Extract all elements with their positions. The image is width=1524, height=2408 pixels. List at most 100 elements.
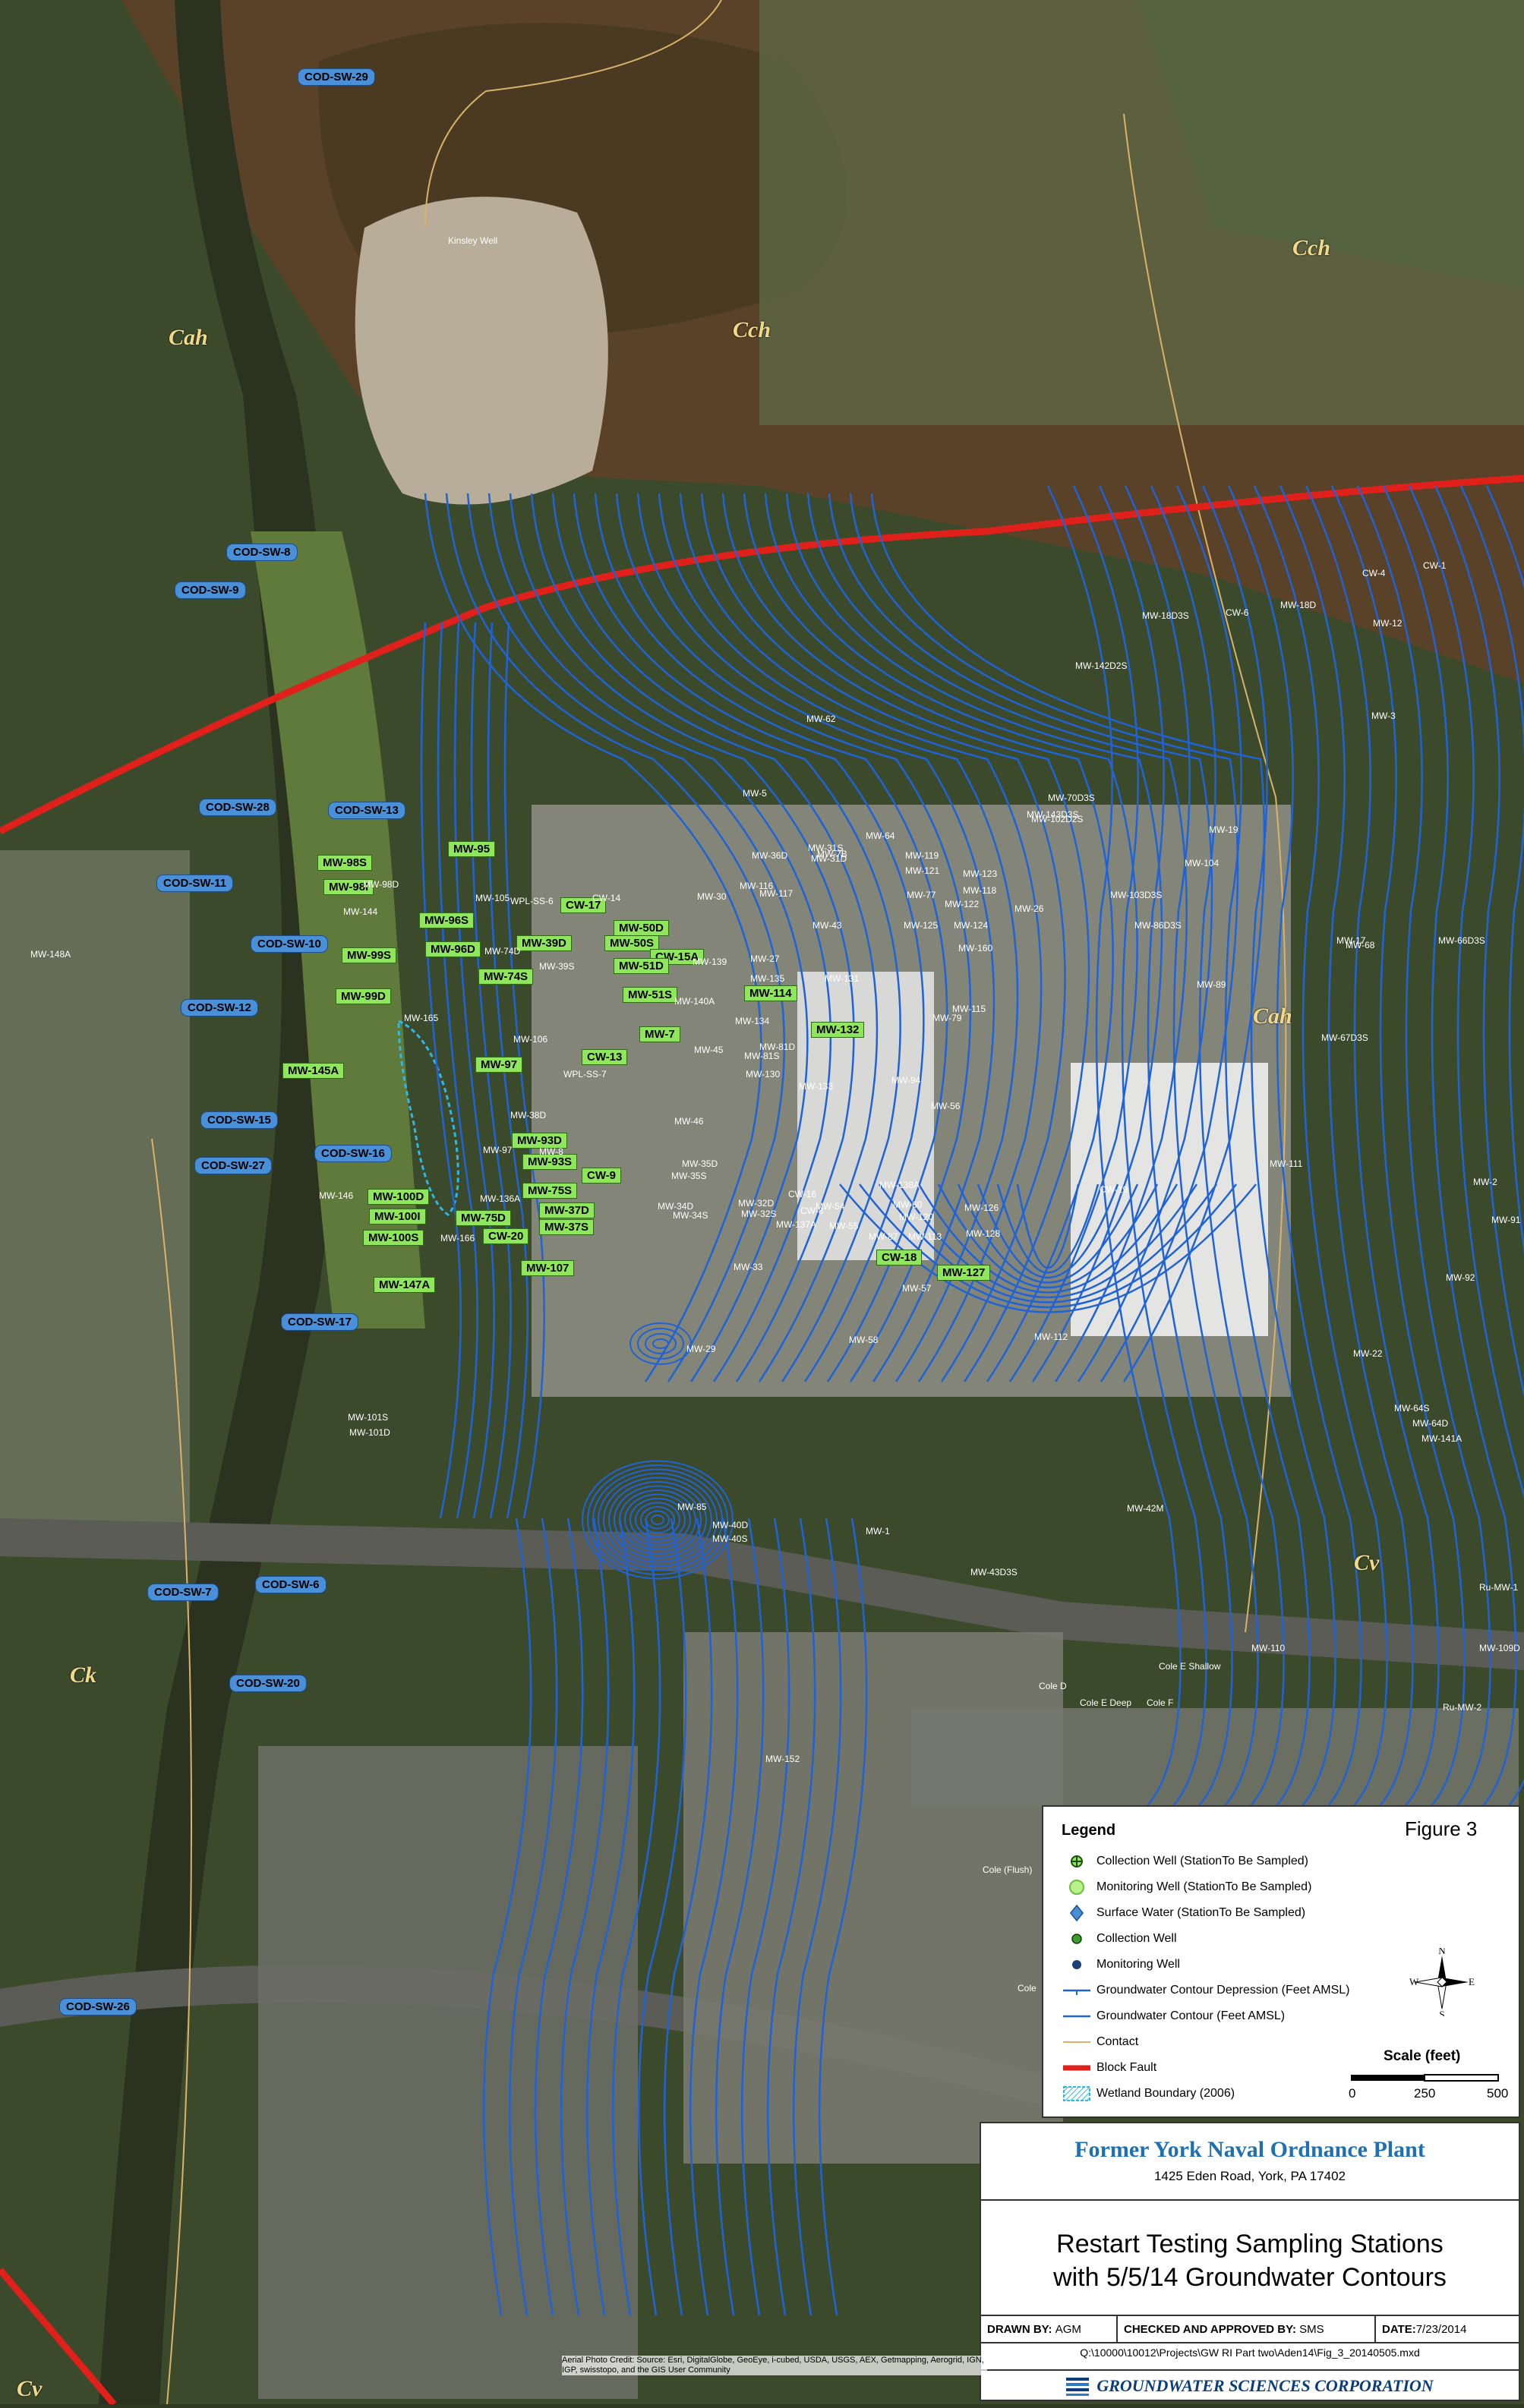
- well-label[interactable]: MW-89: [1197, 979, 1226, 990]
- surface-water-station[interactable]: COD-SW-11: [156, 875, 234, 892]
- well-label[interactable]: MW-143D3S: [1027, 809, 1079, 820]
- surface-water-station[interactable]: COD-SW-26: [59, 1998, 137, 2016]
- well-label[interactable]: MW-116: [740, 881, 774, 891]
- well-label[interactable]: MW-35D: [682, 1158, 718, 1169]
- sampled-well[interactable]: MW-145A: [282, 1063, 345, 1079]
- well-label[interactable]: CW-8: [800, 1206, 824, 1216]
- well-label[interactable]: MW-121: [905, 865, 940, 876]
- sampled-well[interactable]: MW-37D: [539, 1202, 595, 1218]
- well-label[interactable]: MW-40D: [712, 1520, 749, 1530]
- surface-water-station[interactable]: COD-SW-29: [298, 68, 375, 86]
- well-label[interactable]: MW-43: [812, 920, 842, 931]
- sampled-well[interactable]: MW-50D: [614, 920, 669, 936]
- surface-water-station[interactable]: COD-SW-28: [199, 799, 276, 816]
- well-label[interactable]: Cole D: [1039, 1681, 1067, 1691]
- well-label[interactable]: MW-146: [319, 1190, 354, 1201]
- well-label[interactable]: MW-5: [743, 788, 767, 799]
- well-label[interactable]: MW-70D3S: [1048, 793, 1095, 803]
- well-label[interactable]: MW-54: [816, 1201, 845, 1212]
- well-label[interactable]: MW-43D3S: [970, 1567, 1018, 1577]
- well-label[interactable]: MW-8: [539, 1146, 563, 1157]
- well-label[interactable]: MW-134: [735, 1016, 770, 1026]
- well-label[interactable]: MW-42M: [1127, 1503, 1164, 1514]
- well-label[interactable]: MW-64: [866, 831, 895, 841]
- well-label[interactable]: MW-31S: [808, 843, 844, 853]
- well-label[interactable]: MW-141A: [1421, 1433, 1462, 1444]
- well-label[interactable]: MW-39S: [539, 961, 575, 972]
- sampled-well[interactable]: MW-147A: [374, 1277, 436, 1293]
- well-label[interactable]: MW-118: [963, 885, 997, 896]
- well-label[interactable]: MW-31D: [811, 853, 847, 864]
- sampled-well[interactable]: MW-75S: [522, 1183, 578, 1199]
- sampled-well[interactable]: MW-95: [448, 841, 496, 857]
- surface-water-station[interactable]: COD-SW-20: [229, 1675, 307, 1692]
- surface-water-station[interactable]: COD-SW-10: [251, 935, 328, 953]
- sampled-well[interactable]: MW-98I: [323, 879, 374, 895]
- sampled-well[interactable]: MW-127: [937, 1265, 991, 1281]
- well-label[interactable]: MW-38D: [510, 1110, 547, 1120]
- well-label[interactable]: MW-86D3S: [1134, 920, 1182, 931]
- sampled-well[interactable]: CW-18: [876, 1250, 923, 1265]
- well-label[interactable]: MW-45: [694, 1045, 724, 1055]
- well-label[interactable]: MW-119: [905, 850, 939, 861]
- well-label[interactable]: MW-92: [1446, 1272, 1475, 1283]
- well-label[interactable]: MW-81S: [744, 1051, 780, 1061]
- well-label[interactable]: CW-16: [788, 1189, 817, 1199]
- sampled-well[interactable]: MW-99D: [336, 988, 391, 1004]
- well-label[interactable]: MW-103D3S: [1110, 890, 1163, 900]
- well-label[interactable]: MW-64S: [1394, 1403, 1430, 1414]
- well-label[interactable]: MW-56: [931, 1101, 961, 1111]
- well-label[interactable]: MW-81D: [759, 1042, 796, 1052]
- well-label[interactable]: MW-32S: [741, 1209, 777, 1219]
- surface-water-station[interactable]: COD-SW-27: [194, 1157, 272, 1174]
- surface-water-station[interactable]: COD-SW-9: [175, 582, 246, 599]
- well-label[interactable]: WPL-SS-7: [563, 1069, 607, 1080]
- well-label[interactable]: MW-91: [1491, 1215, 1521, 1225]
- well-label[interactable]: MW-40S: [712, 1533, 748, 1544]
- well-label[interactable]: Cole E Deep: [1080, 1697, 1132, 1708]
- surface-water-station[interactable]: COD-SW-12: [181, 999, 258, 1016]
- surface-water-station[interactable]: COD-SW-13: [328, 802, 405, 819]
- well-label[interactable]: MW-17: [1336, 935, 1366, 946]
- well-label[interactable]: MW-66D3S: [1438, 935, 1485, 946]
- well-label[interactable]: MW-148A: [30, 949, 71, 960]
- sampled-well[interactable]: MW-51S: [623, 987, 678, 1003]
- well-label[interactable]: MW-18D3S: [1142, 610, 1189, 621]
- well-label[interactable]: MW-33: [734, 1262, 763, 1272]
- well-label[interactable]: MW-1: [866, 1526, 890, 1537]
- sampled-well[interactable]: MW-7: [639, 1026, 680, 1042]
- well-label[interactable]: MW-12: [1373, 618, 1403, 629]
- sampled-well[interactable]: MW-96D: [425, 941, 481, 957]
- well-label[interactable]: MW-110: [1251, 1643, 1286, 1653]
- surface-water-station[interactable]: COD-SW-17: [281, 1313, 358, 1331]
- well-label[interactable]: MW-68: [1346, 940, 1375, 950]
- well-label[interactable]: MW-19: [1209, 824, 1238, 835]
- sampled-well[interactable]: MW-37S: [539, 1219, 595, 1235]
- well-label[interactable]: MW-124: [954, 920, 989, 931]
- well-label[interactable]: MW-57: [902, 1283, 932, 1294]
- sampled-well[interactable]: MW-51D: [614, 958, 669, 974]
- well-label[interactable]: MW-101D: [349, 1427, 390, 1438]
- sampled-well[interactable]: MW-93D: [512, 1133, 567, 1149]
- well-label[interactable]: MW-87: [869, 1231, 898, 1242]
- well-label[interactable]: MW-2: [1473, 1177, 1497, 1187]
- well-label[interactable]: MW-135: [750, 973, 785, 984]
- well-label[interactable]: Cole: [1018, 1983, 1037, 1994]
- sampled-well[interactable]: MW-93S: [522, 1154, 578, 1170]
- well-label[interactable]: MW-138A: [879, 1180, 920, 1190]
- well-label[interactable]: CW-19: [1100, 1184, 1128, 1195]
- sampled-well[interactable]: MW-132: [811, 1022, 865, 1038]
- sampled-well[interactable]: MW-96S: [419, 912, 475, 928]
- well-label[interactable]: MW-30: [697, 891, 727, 902]
- surface-water-station[interactable]: COD-SW-7: [147, 1584, 219, 1601]
- well-label[interactable]: MW-166: [440, 1233, 475, 1243]
- well-label[interactable]: MW-7B: [817, 849, 847, 859]
- well-label[interactable]: MW-105: [475, 893, 510, 903]
- well-label[interactable]: Cole F: [1147, 1697, 1174, 1708]
- well-label[interactable]: CW-4: [1362, 568, 1386, 578]
- well-label[interactable]: Ru-MW-1: [1479, 1582, 1519, 1593]
- well-label[interactable]: MW-136A: [480, 1193, 521, 1204]
- well-label[interactable]: MW-139: [693, 957, 727, 967]
- well-label[interactable]: WPL-SS-6: [510, 896, 554, 906]
- sampled-well[interactable]: MW-74S: [478, 969, 534, 985]
